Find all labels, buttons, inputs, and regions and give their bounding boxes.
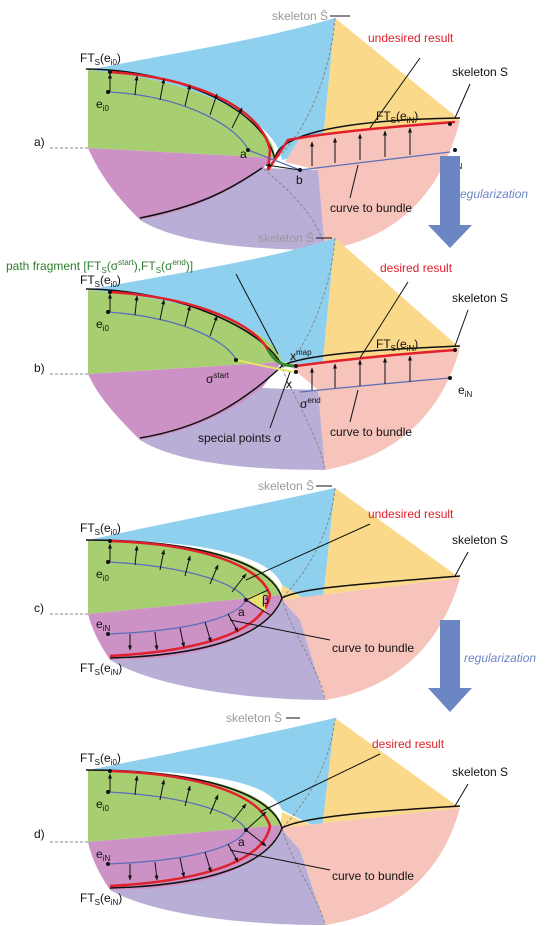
bundle-curve: [107, 91, 451, 171]
ft-curve: [109, 539, 272, 658]
point-a-label: a: [240, 147, 247, 161]
regularization-label: regularization: [456, 187, 528, 201]
e-bot-label: eiN: [96, 847, 110, 863]
ft-top-label: FTS(ei0): [80, 521, 121, 537]
ft-top-label: FTS(ei0): [80, 273, 121, 289]
path-fragment-label: path fragment [FTS(σstart),FTS(σend)]: [6, 258, 193, 275]
boundary-lower: [109, 827, 283, 889]
region-salmon: [280, 808, 460, 925]
sigma-start-label: σstart: [206, 371, 230, 386]
ft-bot-label: FTS(eiN): [80, 891, 122, 907]
skeleton-s-label: skeleton S: [452, 65, 508, 79]
panel-b: b) skeleton S̄ path fragment [FTS(σstart…: [6, 231, 508, 471]
regularization-arrow-2: regularization: [428, 620, 536, 712]
beta-label: β: [262, 593, 269, 607]
curve-label: curve to bundle: [332, 641, 414, 655]
region-green: [88, 70, 275, 158]
curve-label: curve to bundle: [332, 869, 414, 883]
boundary-lower: [139, 365, 283, 439]
region-blue: [88, 488, 335, 610]
skeleton-s-bar-line: [281, 717, 336, 926]
bundle-arrows: [108, 293, 412, 390]
region-green: [88, 290, 282, 374]
skeleton-s-label: skeleton S: [452, 291, 508, 305]
ft-curve: [109, 769, 272, 888]
region-salmon: [285, 120, 460, 250]
x-label: x: [286, 377, 292, 391]
e-top-label: ei0: [96, 567, 109, 583]
special-points-curve: [235, 359, 297, 373]
panel-label: b): [34, 361, 45, 375]
region-salmon: [285, 348, 460, 470]
bundle-arrows: [108, 773, 267, 881]
skeleton-s-bar-label: skeleton S̄: [272, 9, 328, 23]
e-top-label: ei0: [96, 797, 109, 813]
region-blue: [88, 718, 335, 830]
ft-curve: [109, 70, 456, 171]
ft-curve: [109, 290, 270, 351]
region-magenta: [88, 148, 275, 220]
point-a-label: a: [238, 605, 245, 619]
region-blue: [88, 238, 335, 370]
panel-d: d) skeleton S̄ desired result skeleton S…: [34, 711, 508, 926]
result-label: desired result: [380, 261, 453, 275]
region-salmon: [280, 578, 460, 700]
ft-bot-label: FTS(eiN): [80, 661, 122, 677]
region-magenta: [88, 362, 282, 440]
result-label: desired result: [372, 737, 445, 751]
region-yellow: [285, 238, 460, 370]
region-yellow: [285, 18, 460, 162]
point-a-label: a: [238, 835, 245, 849]
panel-label: c): [34, 601, 44, 615]
ft-top-label: FTS(ei0): [80, 51, 121, 67]
e-bot-label: eiN: [96, 617, 110, 633]
curve-label: curve to bundle: [330, 201, 412, 215]
point-b-label: b: [296, 173, 303, 187]
e-top-label: ei0: [96, 97, 109, 113]
path-fragment-curve: [266, 349, 297, 368]
special-points-label: special points σ: [198, 431, 282, 445]
skeleton-s-bar-label: skeleton S̄: [226, 711, 282, 725]
panel-label: a): [34, 135, 45, 149]
region-yellow: [280, 718, 460, 830]
region-lavender: [110, 600, 325, 700]
skeleton-s-bar-label: skeleton S̄: [258, 479, 314, 493]
regularization-arrow-1: regularization: [428, 156, 528, 248]
result-label: undesired result: [368, 31, 454, 45]
panel-c: c) skeleton S̄ undesired result skeleton…: [34, 479, 508, 701]
skeleton-s-bar-line: [281, 487, 336, 701]
region-lavender: [110, 830, 325, 925]
region-green: [88, 540, 282, 614]
boundary-lower: [109, 597, 283, 659]
e-top-label: ei0: [96, 317, 109, 333]
curve-label: curve to bundle: [330, 425, 412, 439]
skeleton-s-label: skeleton S: [452, 765, 508, 779]
region-lavender: [140, 168, 325, 250]
skeleton-s-bar-label: skeleton S̄: [258, 231, 314, 245]
e-bot-label: eiN: [458, 383, 472, 399]
skeleton-s-label: skeleton S: [452, 533, 508, 547]
ft-top-label: FTS(ei0): [80, 751, 121, 767]
regularization-label: regularization: [464, 651, 536, 665]
ft-bot-label: FTS(eiN): [376, 337, 418, 353]
region-lavender: [140, 388, 325, 470]
region-blue: [88, 18, 335, 160]
beta-wedge: [246, 592, 266, 612]
panel-label: d): [34, 827, 45, 841]
bundle-arrows: [108, 543, 247, 651]
x-map-label: xmap: [290, 348, 312, 363]
panel-a: a) skeleton S̄ undesired result skeleton…: [34, 9, 508, 251]
bundle-arrows: [108, 73, 412, 166]
result-label: undesired result: [368, 507, 454, 521]
skeleton-s-bar-line: [281, 237, 336, 471]
sigma-end-label: σend: [300, 396, 321, 411]
ft-curve-2: [295, 348, 456, 368]
ft-bot-label: FTS(eiN): [376, 109, 418, 125]
boundary-lower: [139, 167, 263, 219]
